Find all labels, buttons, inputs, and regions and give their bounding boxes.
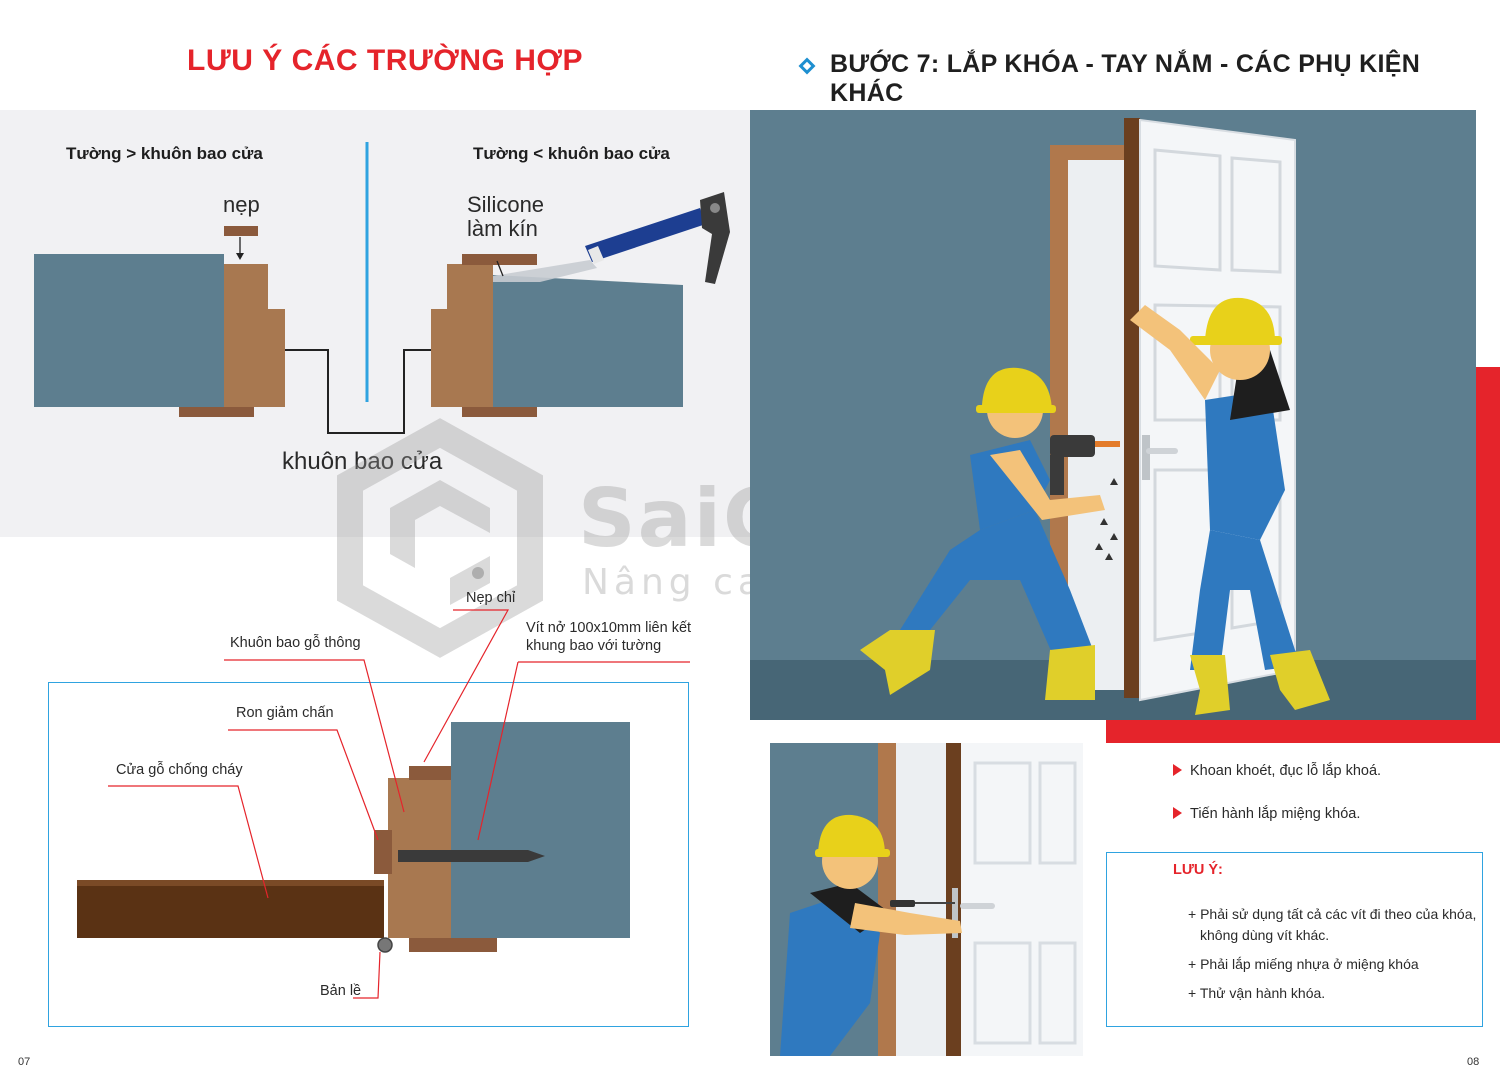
detail-door-leaf	[77, 880, 384, 938]
wall-right	[493, 275, 683, 407]
detail-frame-bottom	[409, 938, 497, 952]
installation-scene	[750, 110, 1476, 720]
caulking-gun-icon	[585, 192, 730, 284]
hinge-icon	[377, 937, 393, 953]
note-box	[1106, 852, 1483, 1027]
frame-flange-left	[179, 407, 254, 417]
bullet-install: Tiến hành lắp miệng khóa.	[1173, 806, 1360, 822]
frame-left	[224, 264, 285, 407]
ron-label: Ron giảm chấn	[236, 705, 334, 721]
left-page-title: LƯU Ý CÁC TRƯỜNG HỢP	[187, 44, 583, 77]
diamond-bullet-icon	[798, 57, 816, 75]
triangle-bullet-icon	[1173, 807, 1182, 819]
cua-go-label: Cửa gỗ chống cháy	[116, 762, 243, 778]
frame-right	[431, 264, 493, 407]
frame-flange-right	[462, 407, 537, 417]
silicone-label-line1: Silicone	[467, 192, 545, 217]
case-wall-bigger-label: Tường > khuôn bao cửa	[66, 144, 263, 163]
wall-left	[34, 254, 224, 407]
note-title: LƯU Ý:	[1173, 862, 1223, 878]
detail-wall	[451, 722, 630, 938]
worker-screwdriver-illustration	[780, 743, 1083, 1056]
note-item-1: + Phải sử dụng tất cả các vít đi theo củ…	[1188, 906, 1477, 922]
note-item-2: + Phải lắp miếng nhựa ở miệng khóa	[1188, 956, 1419, 972]
saigondoor-logo-icon	[337, 418, 543, 658]
nep-chi-label: Nẹp chỉ	[466, 590, 516, 606]
case-wall-smaller-label: Tường < khuôn bao cửa	[473, 144, 670, 163]
note-item-1-cont: không dùng vít khác.	[1200, 927, 1330, 943]
page-number-left: 07	[18, 1056, 31, 1068]
wall-cases-diagram	[34, 142, 730, 434]
vit-label-line2: khung bao với tường	[526, 638, 662, 654]
wood-chips	[1095, 478, 1118, 560]
bullet-drill: Khoan khoét, đục lỗ lắp khoá.	[1173, 763, 1381, 779]
detail-nep-chi	[409, 766, 451, 780]
khuon-bao-label: Khuôn bao gỗ thông	[230, 635, 361, 651]
silicone-label-line2: làm kín	[467, 216, 538, 241]
silicone-bead	[493, 260, 597, 282]
frame-detail-diagram	[77, 609, 690, 999]
frame-top-right	[462, 254, 537, 265]
detail-bolt	[398, 850, 545, 862]
workers-illustration	[750, 118, 1476, 720]
arrow-down-icon	[236, 253, 244, 260]
nep-label: nẹp	[223, 192, 260, 217]
vit-label-line1: Vít nở 100x10mm liên kết	[526, 620, 692, 636]
note-item-3: + Thử vận hành khóa.	[1188, 985, 1326, 1001]
step-title: BƯỚC 7: LẮP KHÓA - TAY NẮM - CÁC PHỤ KIỆ…	[830, 50, 1421, 107]
nep-piece	[224, 226, 258, 236]
triangle-bullet-icon	[1173, 764, 1182, 776]
connector-line	[285, 349, 431, 434]
frame-label: khuôn bao cửa	[282, 448, 443, 475]
ban-le-label: Bản lề	[320, 983, 362, 999]
worker-holding-door	[1130, 297, 1330, 715]
worker-drilling	[860, 367, 1120, 700]
frame-detail-box	[48, 682, 689, 1027]
lock-installation-scene	[770, 743, 1083, 1056]
detail-ron	[374, 830, 392, 874]
page-number-right: 08	[1467, 1056, 1480, 1068]
